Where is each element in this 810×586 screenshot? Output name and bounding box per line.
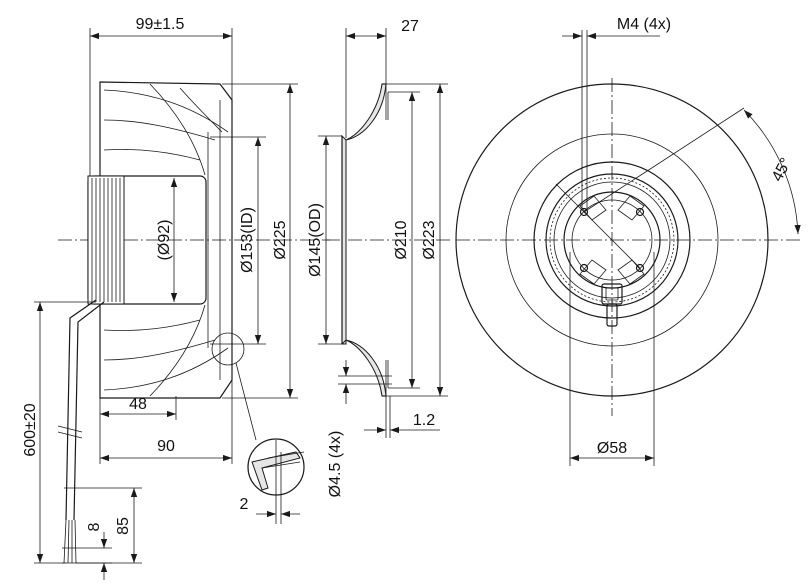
dim-strip-length: 8 <box>62 522 112 580</box>
dim-wheel-depth: 90 <box>100 380 233 464</box>
dim-flange-thickness: 27 <box>345 18 419 138</box>
dim-wheel-diameter: Ø225 <box>222 83 298 399</box>
cooling-fins <box>91 178 121 302</box>
dim-cable-length: 600±20 <box>22 301 96 564</box>
wheel-diameter-label: Ø225 <box>272 220 289 259</box>
dim-inlet-od: Ø145(OD) <box>307 135 342 345</box>
flange-thickness-label: 27 <box>401 18 419 35</box>
dim-hole-diameter: Ø4.5 (4x) <box>327 360 392 497</box>
detail-view <box>247 438 305 524</box>
screw-thread-label: M4 (4x) <box>617 16 671 33</box>
side-view <box>57 81 330 564</box>
hole-diameter-label: Ø4.5 (4x) <box>327 431 344 498</box>
wheel-depth-label: 90 <box>157 438 175 455</box>
inlet-id-label: Ø153(ID) <box>239 207 256 273</box>
dim-plate-thickness: 1.2 <box>364 396 440 438</box>
lead-length-label: 85 <box>115 517 132 535</box>
plate-thickness-label: 1.2 <box>413 412 435 429</box>
dim-pitch-circle: Ø210 <box>388 91 420 389</box>
inlet-od-label: Ø145(OD) <box>307 203 324 277</box>
cross-section-view <box>326 83 450 397</box>
cable-length-label: 600±20 <box>22 403 39 456</box>
dim-overall-depth: 99±1.5 <box>89 16 233 176</box>
dim-inlet-id: Ø153(ID) <box>210 136 266 345</box>
flange-diameter-label: Ø223 <box>421 220 438 259</box>
overall-depth-label: 99±1.5 <box>136 16 185 33</box>
hub-depth-label: 48 <box>129 396 147 413</box>
wire-ends <box>63 519 77 564</box>
gap-label: 2 <box>240 496 249 513</box>
motor-diameter-label: (Ø92) <box>156 220 173 261</box>
mount-angle-label: 45° <box>769 155 795 184</box>
dim-flange-diameter: Ø223 <box>386 83 448 397</box>
strip-length-label: 8 <box>86 522 103 531</box>
pitch-circle-label: Ø210 <box>393 220 410 259</box>
hub-diameter-label: Ø58 <box>597 440 627 457</box>
dim-hub-depth: 48 <box>99 396 177 464</box>
dim-motor-diameter: (Ø92) <box>156 178 178 302</box>
front-view <box>455 78 800 416</box>
dim-screw-thread: M4 (4x) <box>562 16 671 209</box>
dim-gap: 2 <box>240 496 300 518</box>
dim-hub-diameter: Ø58 <box>569 252 655 466</box>
dim-lead-length: 85 <box>64 487 142 564</box>
